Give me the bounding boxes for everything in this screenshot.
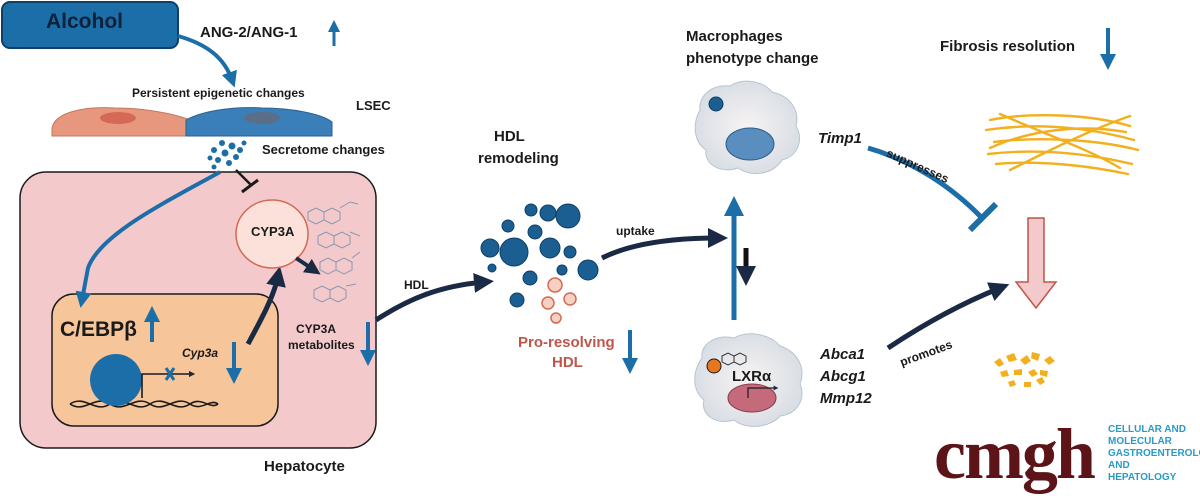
macrophage-top-nucleus xyxy=(725,127,775,161)
cmgh-journal-line-2: MOLECULAR xyxy=(1108,436,1172,447)
abcg1-label: Abcg1 xyxy=(820,368,866,385)
cyp3a-metabolites-label-1: CYP3A xyxy=(296,322,337,336)
macrophages-label-2: phenotype change xyxy=(686,50,819,67)
cebpb-label: C/EBPβ xyxy=(60,318,137,341)
metabolite-structures xyxy=(307,201,361,303)
secretome-dots xyxy=(207,140,247,170)
hdl-particles xyxy=(480,203,599,308)
cebpb-protein xyxy=(90,354,142,406)
secretome-label: Secretome changes xyxy=(262,142,385,157)
alcohol-box xyxy=(1,1,179,49)
hdl-arrow-label: HDL xyxy=(404,278,429,292)
cmgh-journal-line-4: AND HEPATOLOGY xyxy=(1108,460,1177,483)
lsec-nucleus-pink xyxy=(100,112,136,124)
ligand-particle xyxy=(706,358,722,374)
cyp3a-enzyme xyxy=(235,199,309,269)
lxra-label: LXRα xyxy=(732,368,772,385)
abca1-label: Abca1 xyxy=(820,346,866,363)
blocked-x xyxy=(164,367,176,381)
cmgh-journal-line-1: CELLULAR AND xyxy=(1108,424,1186,435)
epigenetic-label: Persistent epigenetic changes xyxy=(132,86,305,100)
timp1-suppresses-bar xyxy=(967,201,999,233)
cyp3a-gene-label: Cyp3a xyxy=(182,346,219,360)
cyp3a-to-enzyme-arrow xyxy=(245,266,286,346)
timp1-label: Timp1 xyxy=(818,130,862,147)
lsec-label: LSEC xyxy=(356,98,391,113)
lsec-nucleus-blue xyxy=(244,112,280,124)
hepatocyte-label: Hepatocyte xyxy=(264,458,345,475)
fibrosis-resolution-label: Fibrosis resolution xyxy=(940,38,1076,55)
pro-resolving-hdl-particles xyxy=(541,277,577,324)
promotes-arrow xyxy=(886,282,1010,351)
dna-helix xyxy=(69,400,219,408)
timp1-suppresses-line xyxy=(867,145,984,220)
lxr-transcription-arrow xyxy=(747,385,779,398)
uptake-arrow xyxy=(600,228,728,261)
cyp3a-metabolites-label-2: metabolites xyxy=(288,338,355,352)
mmp12-label: Mmp12 xyxy=(820,390,872,407)
pro-resolving-label-1: Pro-resolving xyxy=(518,334,615,351)
macrophage-bottom-nucleus xyxy=(727,383,777,413)
alcohol-label: Alcohol xyxy=(46,10,123,33)
macrophage-top-particle xyxy=(708,96,724,112)
alcohol-arrow xyxy=(177,34,237,88)
cyp3a-enzyme-label: CYP3A xyxy=(251,224,295,239)
hdl-remodeling-label-2: remodeling xyxy=(478,150,559,167)
secretome-to-cebpb-arrow xyxy=(75,170,221,308)
cmgh-journal-name: CELLULAR AND MOLECULAR GASTROENTEROLOGY … xyxy=(1108,424,1200,484)
fibrosis-transition-arrow xyxy=(1014,217,1058,310)
transcription-arrow xyxy=(141,370,196,398)
secretome-inhibit-bar xyxy=(241,178,259,194)
uptake-label: uptake xyxy=(616,224,655,238)
collagen-fibers xyxy=(984,112,1140,176)
ligand-structure xyxy=(721,352,747,366)
cmgh-journal-line-3: GASTROENTEROLOGY xyxy=(1108,448,1200,459)
secretome-inhibit-line xyxy=(235,169,253,187)
pro-resolving-label-2: HDL xyxy=(552,354,583,371)
hdl-export-arrow xyxy=(374,272,494,323)
cmgh-logo: cmgh xyxy=(934,414,1096,494)
ang-ratio-label: ANG-2/ANG-1 xyxy=(200,24,298,41)
resolved-fibers xyxy=(994,352,1055,387)
hdl-remodeling-label-1: HDL xyxy=(494,128,525,145)
macrophages-label-1: Macrophages xyxy=(686,28,783,45)
enzyme-to-metabolites-arrow xyxy=(294,256,321,275)
